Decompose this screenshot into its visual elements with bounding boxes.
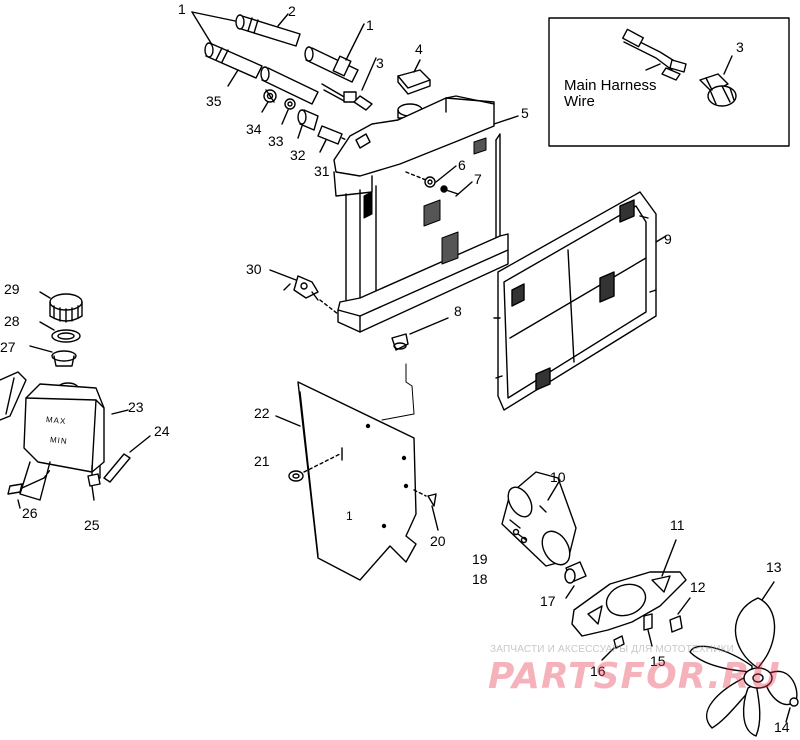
hose-clamp-group bbox=[260, 23, 377, 111]
callout-18: 18 bbox=[472, 571, 488, 587]
callout-19: 19 bbox=[472, 551, 488, 567]
harness-label-line2: Wire bbox=[564, 92, 595, 110]
fan-blade bbox=[689, 581, 799, 737]
callout-32: 32 bbox=[290, 147, 306, 163]
callout-24: 24 bbox=[154, 423, 170, 439]
callout-16: 16 bbox=[590, 663, 606, 679]
callout-25: 25 bbox=[84, 517, 100, 533]
callout-1b: 1 bbox=[366, 17, 374, 33]
callout-11: 11 bbox=[670, 517, 685, 533]
coolant-reservoir bbox=[0, 291, 151, 509]
shroud-mark: 1 bbox=[346, 509, 353, 523]
radiator bbox=[333, 59, 519, 333]
callout-1a: 1 bbox=[178, 1, 186, 17]
shroud bbox=[275, 381, 439, 581]
callout-14: 14 bbox=[774, 719, 790, 735]
callout-17: 17 bbox=[540, 593, 556, 609]
grommet bbox=[381, 317, 449, 421]
callout-29: 29 bbox=[4, 281, 20, 297]
fan-motor bbox=[501, 471, 587, 599]
callout-10: 10 bbox=[550, 469, 566, 485]
upper-hose-group bbox=[191, 11, 301, 87]
callout-20: 20 bbox=[430, 533, 446, 549]
callout-2: 2 bbox=[288, 3, 296, 19]
callout-21: 21 bbox=[254, 453, 270, 469]
drain-valve bbox=[269, 269, 339, 315]
callout-33: 33 bbox=[268, 133, 284, 149]
callout-9: 9 bbox=[664, 231, 672, 247]
callout-7: 7 bbox=[474, 171, 482, 187]
watermark-tagline: ЗАПЧАСТИ И АКСЕССУАРЫ ДЛЯ МОТОТЕХНИКИ bbox=[490, 644, 735, 655]
callout-22: 22 bbox=[254, 405, 270, 421]
harness-inset bbox=[548, 17, 790, 147]
callout-30: 30 bbox=[246, 261, 262, 277]
watermark-brand: PARTSFOR.RU bbox=[488, 656, 781, 697]
callout-28: 28 bbox=[4, 313, 20, 329]
callout-35: 35 bbox=[206, 93, 222, 109]
tank-min-mark: MIN bbox=[49, 435, 69, 446]
callout-8: 8 bbox=[454, 303, 462, 319]
radiator-screen bbox=[493, 191, 667, 411]
callout-12: 12 bbox=[690, 579, 706, 595]
callout-3a: 3 bbox=[376, 55, 384, 71]
callout-31: 31 bbox=[314, 163, 330, 179]
callout-27: 27 bbox=[0, 339, 16, 355]
temperature-switch-icon bbox=[699, 73, 737, 107]
callout-3b: 3 bbox=[736, 39, 744, 55]
callout-15: 15 bbox=[650, 653, 666, 669]
callout-5: 5 bbox=[521, 105, 529, 121]
radiator-fittings bbox=[261, 89, 357, 153]
motor-bracket bbox=[571, 539, 691, 661]
harness-label-line1: Main Harness bbox=[564, 77, 657, 94]
callout-6: 6 bbox=[458, 157, 466, 173]
callout-4: 4 bbox=[415, 41, 423, 57]
callout-34: 34 bbox=[246, 121, 262, 137]
callout-23: 23 bbox=[128, 399, 144, 415]
harness-label: Main Harness Wire bbox=[564, 78, 657, 110]
callout-26: 26 bbox=[22, 505, 38, 521]
callout-13: 13 bbox=[766, 559, 782, 575]
